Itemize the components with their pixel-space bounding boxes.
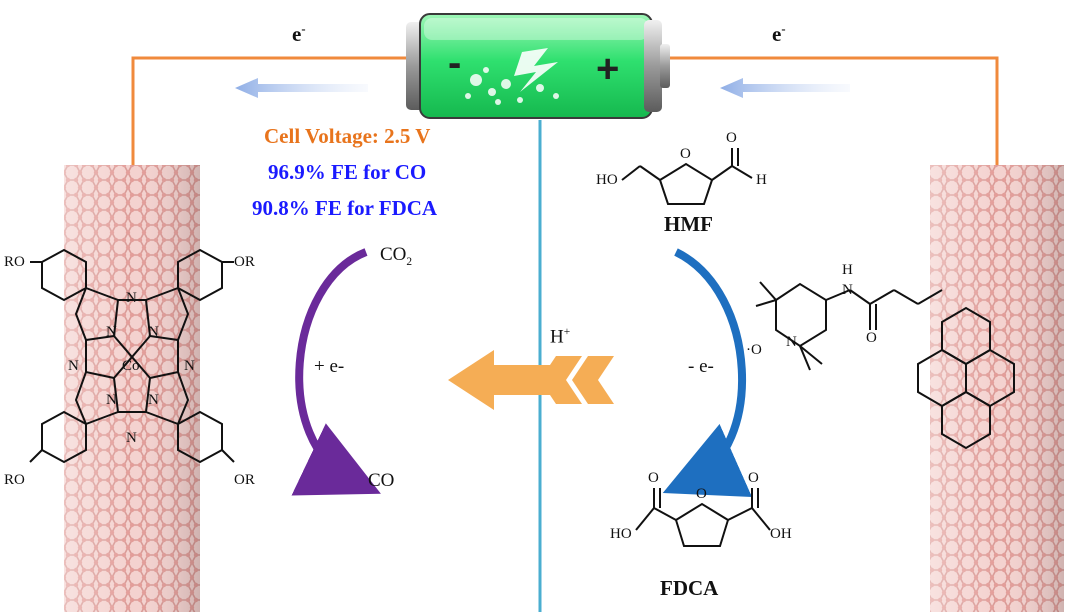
proton-transfer-arrow [448, 350, 614, 410]
ro-bottom-left-label: RO [4, 472, 25, 488]
oxidation-electron-label: - e- [688, 356, 714, 377]
carbon-nanotube-left [64, 165, 200, 612]
co2-label: CO2 [380, 244, 413, 268]
pc-nitrogen-bottom-label: N [126, 430, 137, 446]
fdca-structure [635, 488, 771, 547]
battery-minus-sign: - [448, 41, 461, 85]
carbon-nanotube-right [930, 165, 1064, 612]
electron-flow-arrow-right [720, 78, 850, 98]
electron-label-left: e- [292, 22, 306, 46]
fdca-carbonyl-oxygen-right-label: O [748, 470, 759, 486]
cell-voltage-label: Cell Voltage: 2.5 V [264, 124, 431, 148]
external-circuit-wire [131, 56, 999, 165]
fe-fdca-label: 90.8% FE for FDCA [252, 196, 438, 220]
pc-nitrogen-right-label: N [184, 358, 195, 374]
amide-nitrogen-label: N [842, 282, 853, 298]
fdca-name-label: FDCA [660, 576, 719, 600]
hmf-structure [621, 148, 753, 205]
fdca-carbonyl-oxygen-left-label: O [648, 470, 659, 486]
fdca-ring-oxygen-label: O [696, 486, 707, 502]
ro-top-left-label: RO [4, 254, 25, 270]
hmf-hydroxyl-label: HO [596, 172, 618, 188]
pc-nitrogen-left-label: N [68, 358, 79, 374]
pc-nitrogen-inner-br-label: N [148, 392, 159, 408]
pc-nitrogen-inner-bl-label: N [106, 392, 117, 408]
fdca-hydroxyl-right-label: OH [770, 526, 792, 542]
tempo-nitrogen-label: N [786, 334, 797, 350]
pc-nitrogen-inner-tl-label: N [106, 324, 117, 340]
proton-label: H+ [550, 326, 571, 348]
tempo-linker-structure [755, 281, 1015, 450]
or-bottom-right-label: OR [234, 472, 255, 488]
reduction-arrow [291, 248, 381, 496]
tempo-radical-label: ·O [746, 342, 762, 358]
hmf-ring-oxygen-label: O [680, 146, 691, 162]
cobalt-phthalocyanine-structure [29, 248, 235, 464]
battery-icon [406, 13, 670, 119]
pc-nitrogen-top-label: N [126, 290, 137, 306]
hmf-name-label: HMF [664, 212, 713, 236]
reduction-electron-label: + e- [314, 356, 345, 377]
electron-label-right: e- [772, 22, 786, 46]
fe-co-label: 96.9% FE for CO [268, 160, 427, 184]
electron-flow-arrow-left [235, 78, 368, 98]
battery-plus-sign: + [596, 47, 619, 91]
fdca-hydroxyl-left-label: HO [610, 526, 632, 542]
amide-oxygen-label: O [866, 330, 877, 346]
pc-nitrogen-inner-tr-label: N [148, 324, 159, 340]
hmf-carbonyl-oxygen-label: O [726, 130, 737, 146]
amide-hydrogen-label: H [842, 262, 853, 278]
or-top-right-label: OR [234, 254, 255, 270]
oxidation-arrow [662, 248, 753, 497]
co-product-label: CO [368, 470, 395, 491]
cobalt-center-label: Co [122, 358, 140, 374]
hmf-aldehyde-h-label: H [756, 172, 767, 188]
